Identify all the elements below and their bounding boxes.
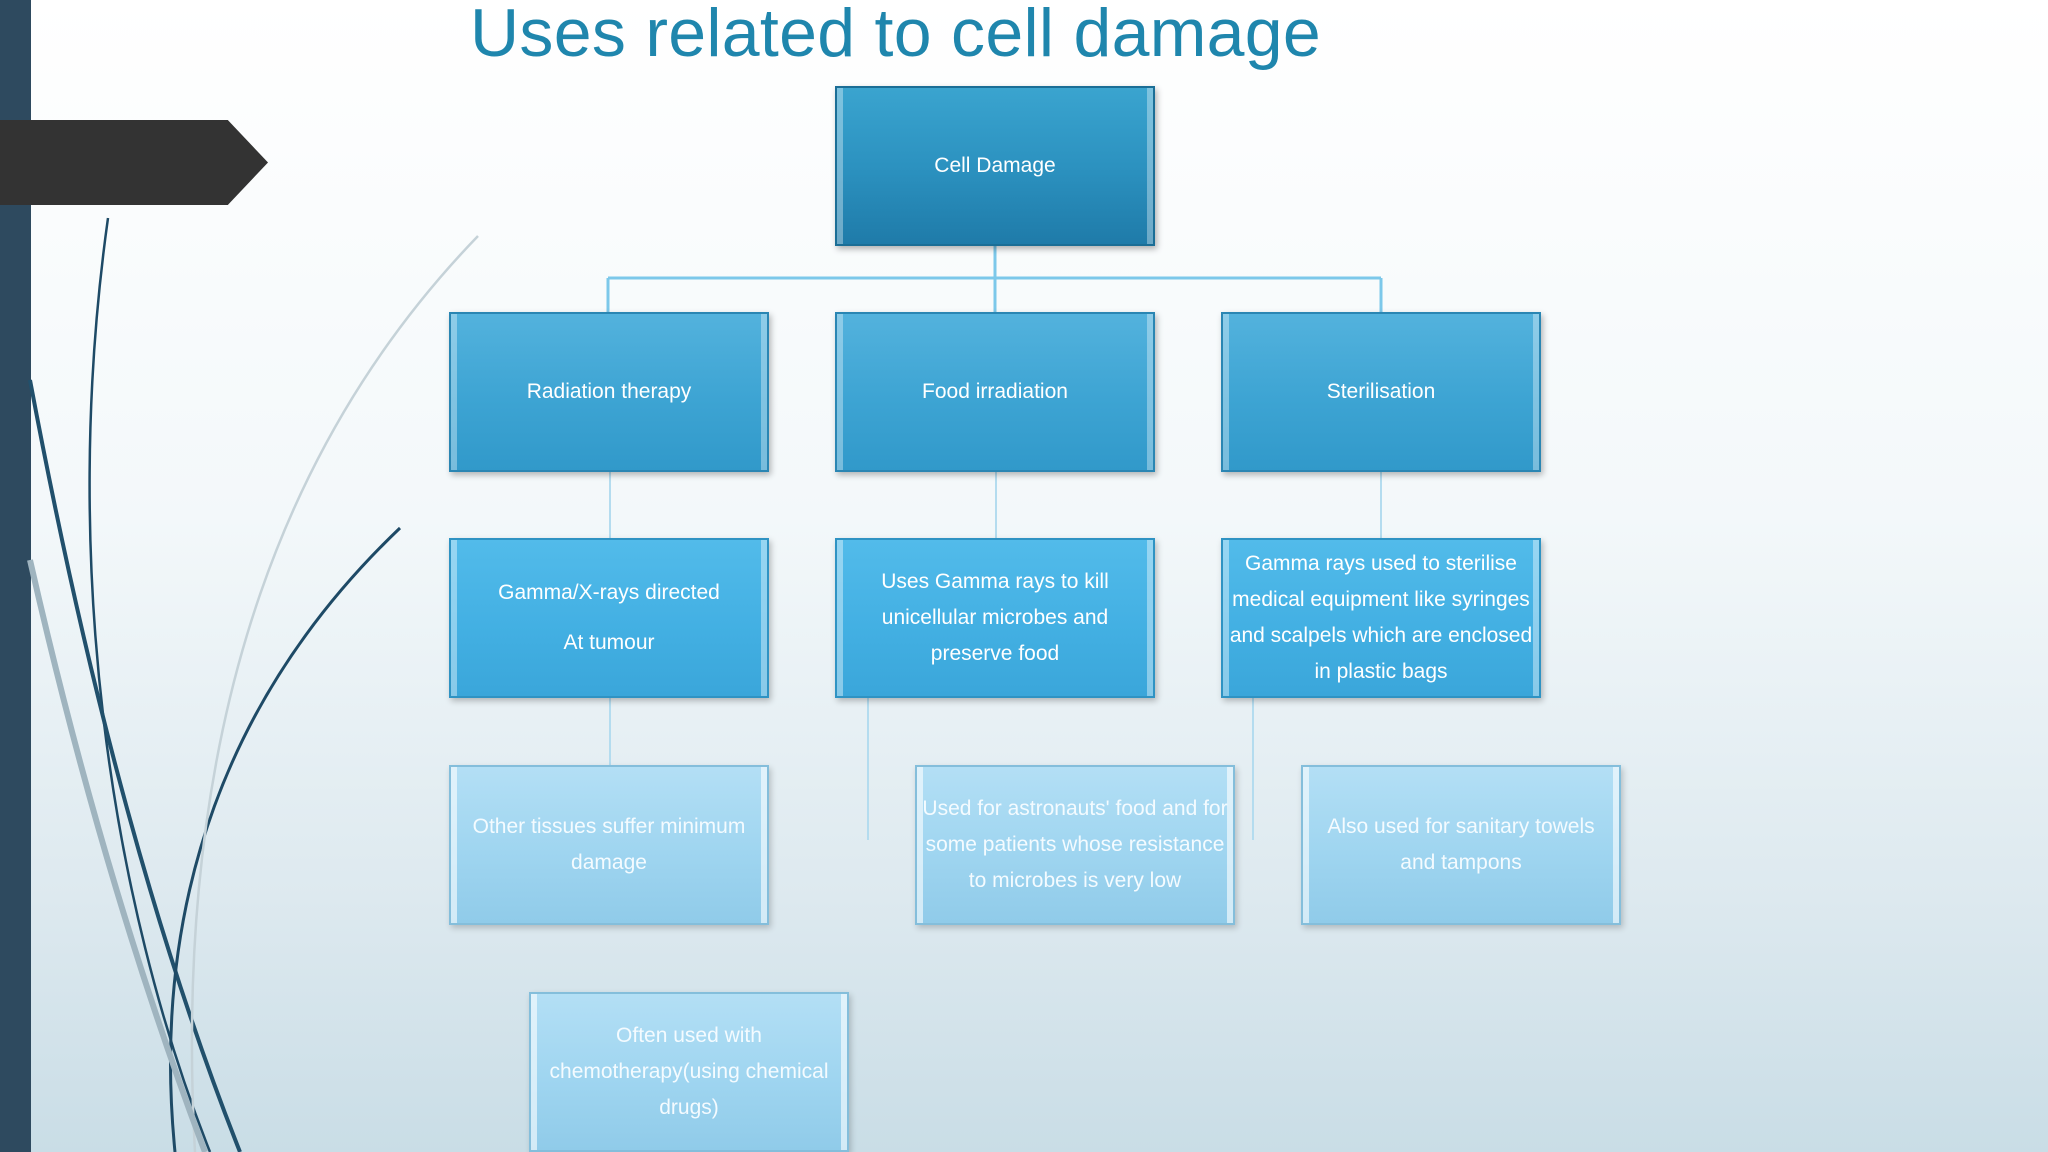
detail-node-radiation-therapy: Gamma/X-rays directed At tumour	[449, 538, 769, 698]
note-node-astronauts-food: Used for astronauts' food and for some p…	[915, 765, 1235, 925]
note-text: Often used with chemotherapy(using chemi…	[549, 1024, 829, 1119]
branch-label: Radiation therapy	[526, 380, 692, 403]
note-text: Used for astronauts' food and for some p…	[922, 797, 1228, 892]
slide-title: Uses related to cell damage	[470, 0, 1321, 71]
detail-node-food-irradiation: Uses Gamma rays to kill unicellular micr…	[835, 538, 1155, 698]
detail-text: Uses Gamma rays to kill unicellular micr…	[881, 570, 1109, 665]
note-node-sanitary-towels: Also used for sanitary towels and tampon…	[1301, 765, 1621, 925]
branch-node-sterilisation: Sterilisation	[1221, 312, 1541, 472]
branch-node-radiation-therapy: Radiation therapy	[449, 312, 769, 472]
detail-line: Gamma/X-rays directed	[498, 581, 720, 604]
note-node-minimum-damage: Other tissues suffer minimum damage	[449, 765, 769, 925]
note-text: Other tissues suffer minimum damage	[472, 815, 746, 874]
branch-label: Sterilisation	[1326, 380, 1436, 403]
detail-line: At tumour	[563, 631, 655, 654]
detail-text: Gamma rays used to sterilise medical equ…	[1229, 552, 1533, 683]
arrow-tab-shape	[0, 120, 268, 205]
root-node: Cell Damage	[835, 86, 1155, 246]
root-label: Cell Damage	[934, 154, 1056, 177]
note-text: Also used for sanitary towels and tampon…	[1327, 815, 1595, 874]
branch-node-food-irradiation: Food irradiation	[835, 312, 1155, 472]
detail-node-sterilisation: Gamma rays used to sterilise medical equ…	[1221, 538, 1541, 698]
branch-label: Food irradiation	[922, 380, 1068, 403]
note-node-chemotherapy: Often used with chemotherapy(using chemi…	[529, 992, 849, 1152]
